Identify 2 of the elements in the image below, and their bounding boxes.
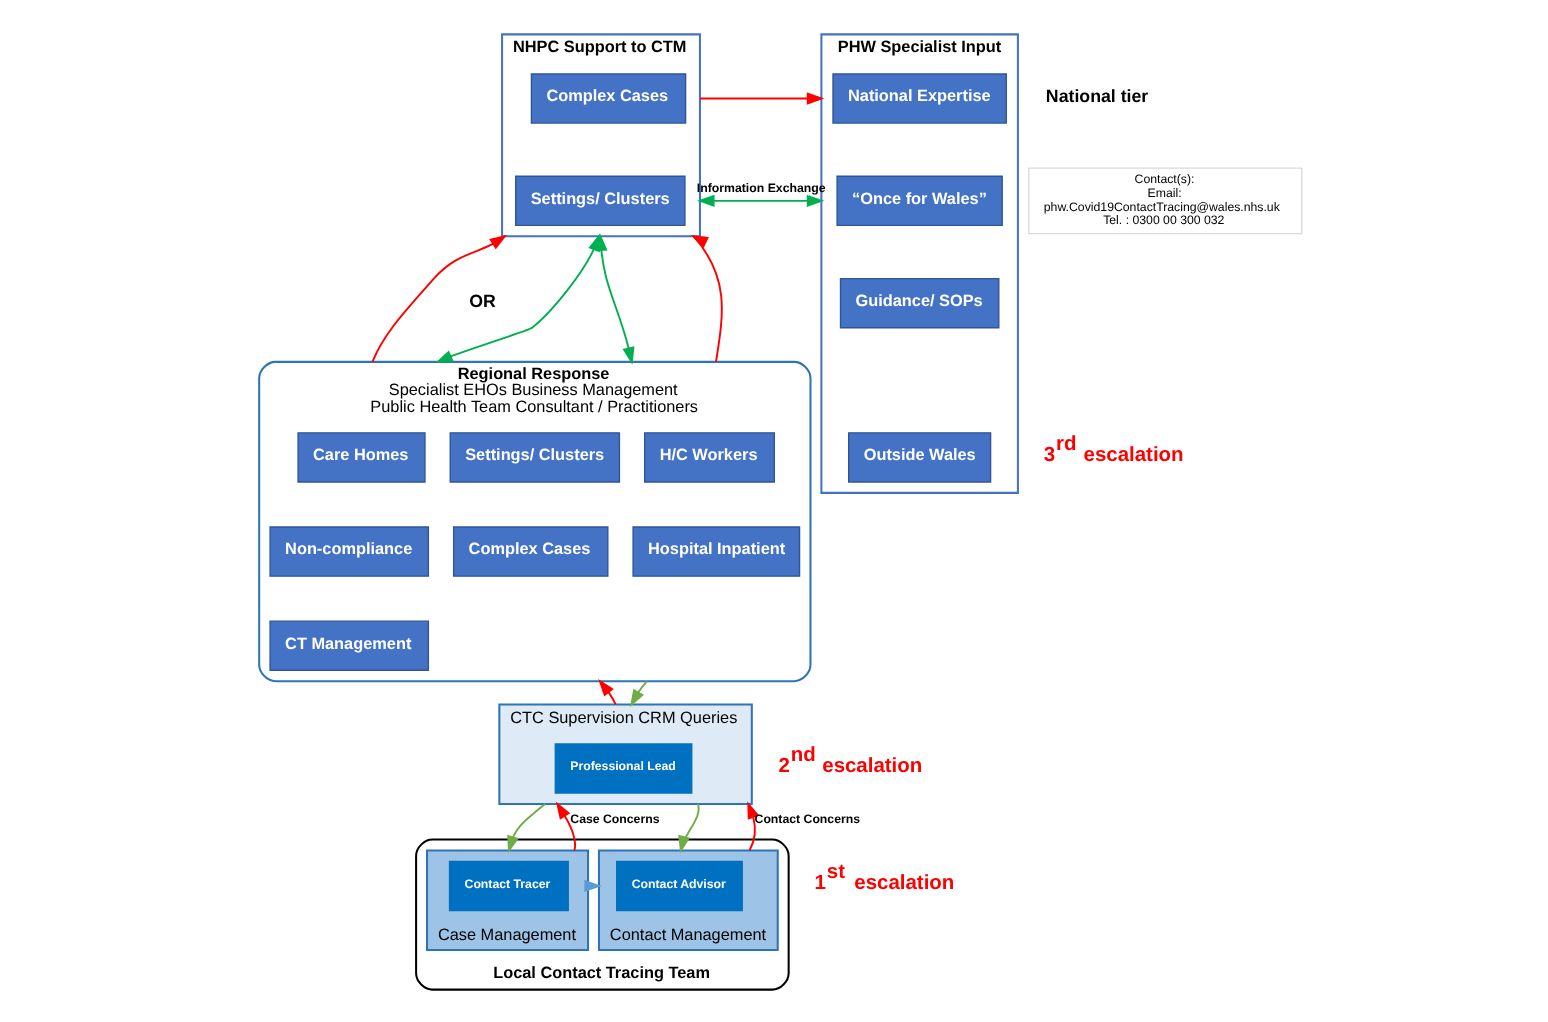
- label: National tier: [1044, 84, 1148, 105]
- label: OR: [468, 289, 495, 310]
